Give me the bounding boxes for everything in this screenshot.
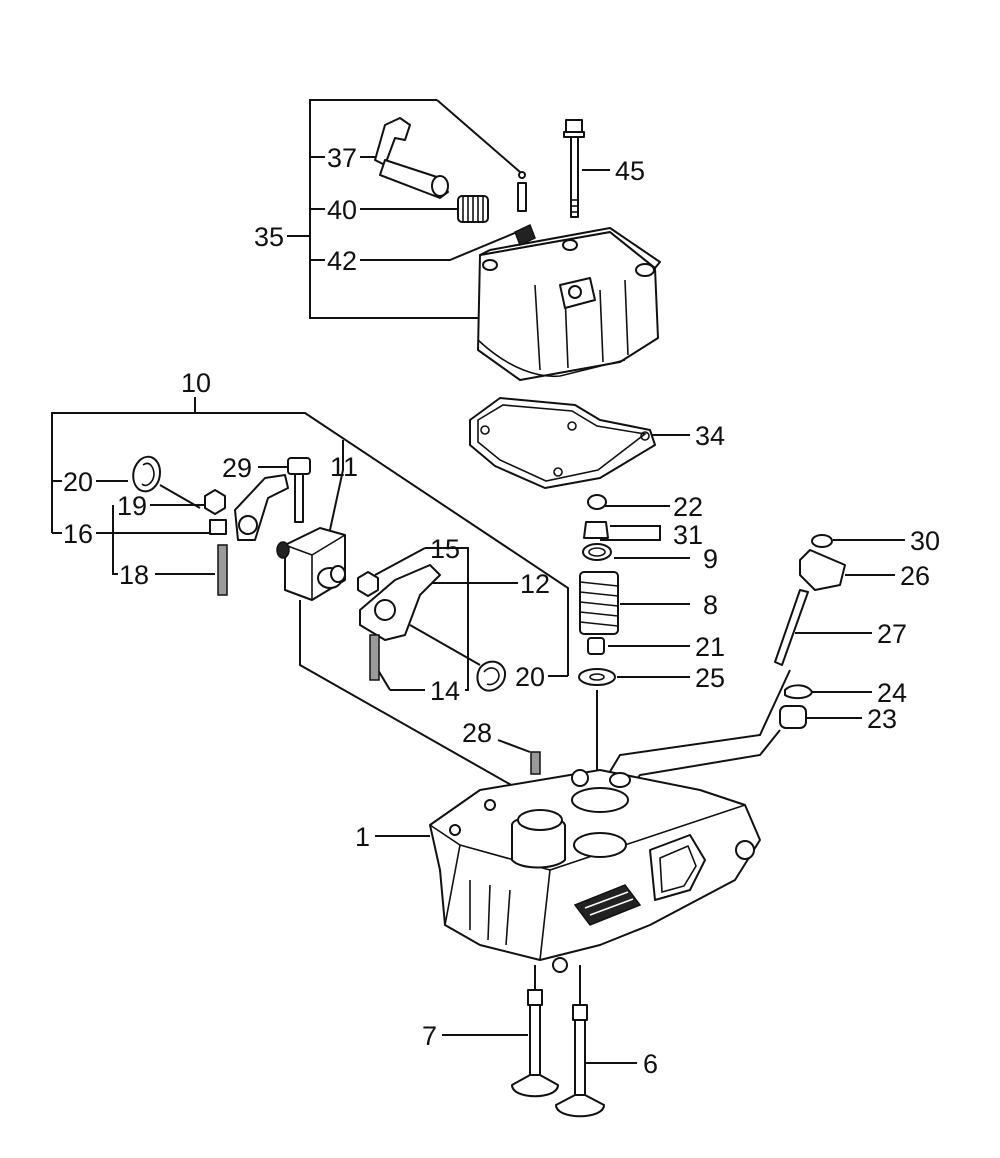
callout-23: 23 — [867, 704, 897, 734]
callout-37: 37 — [327, 143, 357, 173]
callout-15: 15 — [430, 534, 460, 564]
callout-45: 45 — [615, 156, 645, 186]
callout-29: 29 — [222, 453, 252, 483]
bolt-45 — [563, 119, 585, 218]
callout-20-right: 20 — [515, 662, 545, 692]
callout-1: 1 — [355, 822, 370, 852]
callout-18: 18 — [119, 560, 149, 590]
callout-34: 34 — [695, 421, 725, 451]
callout-labels: 35 37 40 42 45 10 34 20 29 11 19 16 18 2… — [63, 143, 940, 1079]
callout-11: 11 — [330, 452, 358, 482]
rocker-arm-assembly — [132, 455, 507, 692]
callout-42: 42 — [327, 246, 357, 276]
valve-7 — [511, 989, 559, 1098]
callout-16: 16 — [63, 519, 93, 549]
gasket-34 — [469, 397, 656, 489]
callout-10: 10 — [181, 368, 211, 398]
callout-26: 26 — [900, 561, 930, 591]
callout-14: 14 — [430, 676, 460, 706]
valve-spring-8 — [579, 571, 619, 635]
callout-30: 30 — [910, 526, 940, 556]
callout-20-left: 20 — [63, 467, 93, 497]
callout-35: 35 — [254, 222, 284, 252]
spring-40 — [457, 195, 489, 223]
callout-8: 8 — [703, 590, 718, 620]
callout-40: 40 — [327, 195, 357, 225]
callout-9: 9 — [703, 544, 718, 574]
valve-6 — [555, 1004, 605, 1118]
valve-train — [578, 494, 846, 729]
callout-22: 22 — [673, 492, 703, 522]
callout-7: 7 — [422, 1021, 437, 1051]
callout-24: 24 — [877, 678, 907, 708]
cylinder-head — [429, 751, 761, 973]
callout-19: 19 — [117, 491, 147, 521]
callout-31: 31 — [673, 520, 703, 550]
callout-25: 25 — [695, 663, 725, 693]
callout-12: 12 — [520, 569, 550, 599]
callout-28: 28 — [462, 718, 492, 748]
cap-22 — [587, 494, 607, 510]
valve-cover-assembly — [374, 117, 661, 381]
callout-27: 27 — [877, 619, 907, 649]
callout-21: 21 — [695, 632, 725, 662]
callout-6: 6 — [643, 1049, 658, 1079]
